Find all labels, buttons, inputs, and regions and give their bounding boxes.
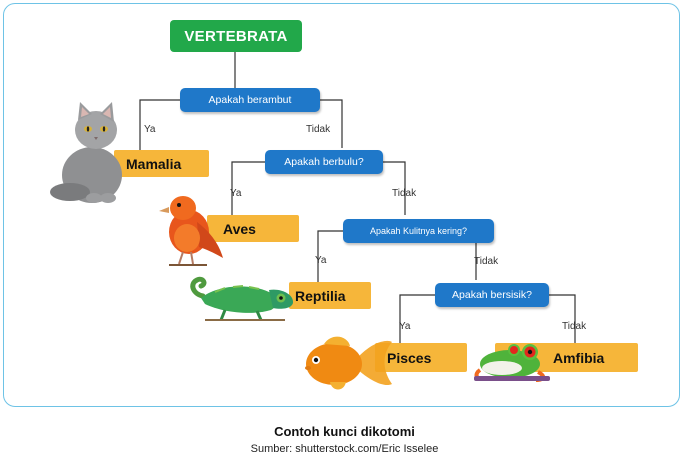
branch-no-label: Tidak [392,188,417,199]
caption-source: Sumber: shutterstock.com/Eric Isselee [250,443,439,455]
question-hair: Apakah berambut [180,88,320,112]
caption-title: Contoh kunci dikotomi [274,424,415,439]
branch-yes-label: Ya [315,255,327,266]
branch-no-label: Tidak [562,321,587,332]
answer-reptilia: Reptilia [289,282,371,309]
diagram-frame [3,3,680,407]
branch-no-label: Tidak [474,256,499,267]
answer-aves: Aves [207,215,299,242]
goldfish-illustration [305,336,392,390]
question-feathers: Apakah berbulu? [265,150,383,174]
cat-illustration [50,102,122,203]
root-node: VERTEBRATA [170,20,302,52]
chameleon-illustration [190,276,293,321]
branch-yes-label: Ya [144,124,156,135]
branch-no-label: Tidak [306,124,331,135]
frog-illustration [474,344,550,382]
canary-illustration [159,196,223,266]
branch-yes-label: Ya [230,188,242,199]
answer-mamalia: Mamalia [114,150,209,177]
branch-yes-label: Ya [399,321,411,332]
question-dry-skin: Apakah Kulitnya kering? [343,219,494,243]
answer-pisces: Pisces [375,343,467,372]
question-scales: Apakah bersisik? [435,283,549,307]
